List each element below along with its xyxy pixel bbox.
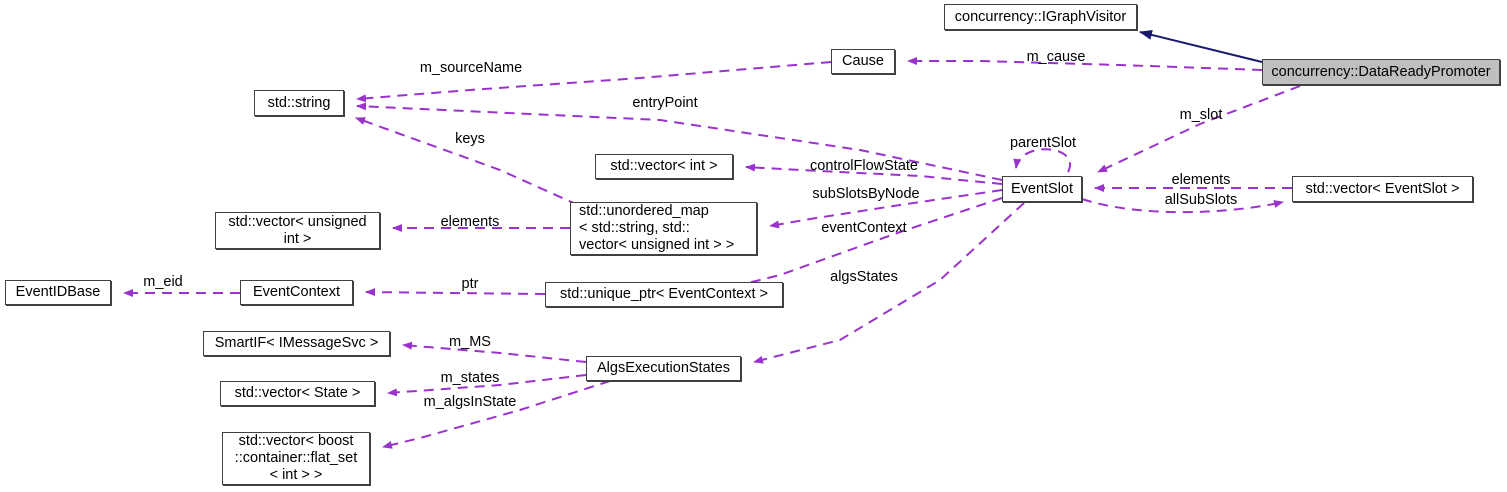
edge-label-control-flow-state: controlFlowState bbox=[810, 158, 918, 174]
edge-label-algs-states: algsStates bbox=[830, 269, 898, 285]
edge-label-m-ms: m_MS bbox=[449, 334, 491, 350]
edge-m-cause bbox=[907, 57, 1263, 71]
edge-label-m-algs-in-state: m_algsInState bbox=[424, 394, 517, 410]
node-cause[interactable]: Cause bbox=[831, 49, 895, 74]
edge-m-algs-in-state bbox=[382, 380, 611, 449]
node-label: AlgsExecutionStates bbox=[597, 360, 730, 376]
edge-label-text: m_MS bbox=[449, 334, 491, 350]
node-label: std::unordered_map < std::string, std:: … bbox=[579, 203, 735, 253]
edge-label-text: controlFlowState bbox=[810, 158, 918, 174]
edge-label-text: ptr bbox=[461, 276, 479, 292]
edge-label-text: m_cause bbox=[1026, 49, 1086, 65]
edge-label-text: entryPoint bbox=[632, 95, 698, 111]
edge-entry-point bbox=[356, 102, 1003, 181]
node-label: concurrency::IGraphVisitor bbox=[954, 8, 1127, 25]
node-std-vector-int[interactable]: std::vector< int > bbox=[595, 154, 733, 179]
node-label: SmartIF< IMessageSvc > bbox=[214, 335, 379, 351]
node-label: std::vector< EventSlot > bbox=[1305, 180, 1460, 197]
node-std-vector-state[interactable]: std::vector< State > bbox=[220, 381, 375, 406]
edge-label-text: m_eid bbox=[143, 274, 183, 290]
edge-label-elements-eventslot: elements bbox=[1172, 172, 1231, 188]
node-algsexecutionstates[interactable]: AlgsExecutionStates bbox=[586, 356, 741, 381]
edge-m-slot bbox=[1097, 85, 1301, 173]
edge-label-text: m_sourceName bbox=[419, 60, 523, 76]
edge-keys bbox=[355, 117, 579, 206]
edge-all-sub-slots bbox=[1081, 198, 1284, 214]
edge-label-text: keys bbox=[455, 131, 485, 147]
edge-label-m-cause: m_cause bbox=[1027, 49, 1086, 65]
node-eventidbase[interactable]: EventIDBase bbox=[5, 280, 111, 305]
edge-label-text: subSlotsByNode bbox=[812, 186, 920, 202]
node-label: EventIDBase bbox=[15, 284, 101, 300]
edge-label-text: m_slot bbox=[1179, 107, 1223, 123]
node-label: std::string bbox=[267, 94, 331, 111]
node-label: std::vector< int > bbox=[610, 158, 718, 174]
node-eventcontext[interactable]: EventContext bbox=[240, 280, 353, 305]
node-std-vector-flat-set[interactable]: std::vector< boost ::container::flat_set… bbox=[222, 432, 370, 485]
edge-label-text: algsStates bbox=[830, 269, 898, 285]
edge-control-flow-state bbox=[745, 163, 1003, 185]
edge-event-context bbox=[711, 197, 1003, 294]
edge-label-text: elements bbox=[1171, 172, 1231, 188]
edge-label-m-slot: m_slot bbox=[1180, 107, 1223, 123]
edge-label-keys: keys bbox=[455, 131, 485, 147]
edge-inheritance-igraphvisitor bbox=[1139, 30, 1263, 63]
node-datareadypromoter[interactable]: concurrency::DataReadyPromoter bbox=[1262, 59, 1500, 85]
edge-label-text: eventContext bbox=[821, 220, 907, 236]
node-std-string[interactable]: std::string bbox=[254, 90, 344, 116]
node-std-vector-eventslot[interactable]: std::vector< EventSlot > bbox=[1292, 176, 1473, 202]
edge-label-m-source-name: m_sourceName bbox=[420, 60, 522, 76]
node-igraphvisitor[interactable]: concurrency::IGraphVisitor bbox=[944, 4, 1137, 30]
edge-m-states bbox=[387, 374, 587, 397]
edge-label-sub-slots-by-node: subSlotsByNode bbox=[812, 186, 919, 202]
edge-label-text: elements bbox=[440, 214, 500, 230]
edge-label-m-states: m_states bbox=[441, 370, 500, 386]
node-label: std::vector< boost ::container::flat_set… bbox=[234, 433, 358, 483]
node-label: concurrency::DataReadyPromoter bbox=[1271, 63, 1491, 80]
edge-label-event-context: eventContext bbox=[821, 220, 906, 236]
node-label: std::vector< State > bbox=[234, 385, 361, 401]
edge-ptr bbox=[365, 288, 546, 297]
node-label: EventSlot bbox=[1010, 180, 1074, 197]
node-std-unordered-map[interactable]: std::unordered_map < std::string, std:: … bbox=[570, 202, 757, 255]
edge-label-text: m_states bbox=[440, 370, 500, 386]
edge-label-elements-unsigned-int: elements bbox=[441, 214, 500, 230]
node-label: Cause bbox=[842, 53, 884, 69]
node-label: std::unique_ptr< EventContext > bbox=[560, 286, 768, 302]
edge-label-m-eid: m_eid bbox=[143, 274, 183, 290]
edge-sub-slots-by-node bbox=[769, 189, 1003, 229]
node-std-vector-unsigned-int[interactable]: std::vector< unsigned int > bbox=[215, 212, 380, 249]
edge-m-source-name bbox=[356, 61, 832, 103]
edge-label-all-sub-slots: allSubSlots bbox=[1165, 192, 1238, 208]
edge-parent-slot bbox=[1013, 148, 1072, 173]
node-smartif-imessagesvc[interactable]: SmartIF< IMessageSvc > bbox=[203, 331, 390, 356]
node-eventslot[interactable]: EventSlot bbox=[1002, 176, 1082, 202]
node-std-unique-ptr-eventcontext[interactable]: std::unique_ptr< EventContext > bbox=[545, 282, 783, 307]
node-label: EventContext bbox=[252, 284, 341, 300]
edge-label-ptr: ptr bbox=[462, 276, 479, 292]
edge-algs-states bbox=[753, 202, 1025, 364]
edge-m-ms bbox=[402, 341, 587, 363]
edge-label-entry-point: entryPoint bbox=[632, 95, 697, 111]
edge-label-text: parentSlot bbox=[1009, 135, 1077, 151]
edge-label-parent-slot: parentSlot bbox=[1010, 135, 1076, 151]
edge-label-text: allSubSlots bbox=[1164, 192, 1238, 208]
node-label: std::vector< unsigned int > bbox=[228, 213, 367, 247]
edge-label-text: m_algsInState bbox=[423, 394, 517, 410]
